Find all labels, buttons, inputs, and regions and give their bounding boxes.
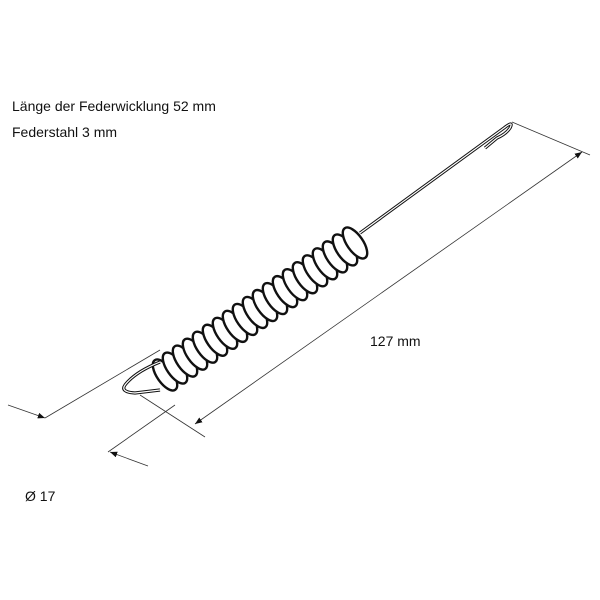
extension-line-start	[139, 394, 206, 438]
wire-thickness-label: Federstahl 3 mm	[12, 124, 118, 140]
diameter-label: Ø 17	[25, 488, 56, 504]
dimension-line-diameter-2	[109, 451, 149, 467]
extension-line-diameter-bottom	[107, 404, 176, 453]
spring-coil	[151, 226, 369, 392]
extension-line-diameter-top	[44, 349, 161, 419]
extension-line-end	[511, 121, 591, 156]
dimension-line-length	[194, 151, 583, 425]
dimension-line-diameter-1	[7, 404, 46, 419]
total-length-label: 127 mm	[370, 333, 421, 349]
coil-length-label: Länge der Federwicklung 52 mm	[12, 98, 216, 114]
